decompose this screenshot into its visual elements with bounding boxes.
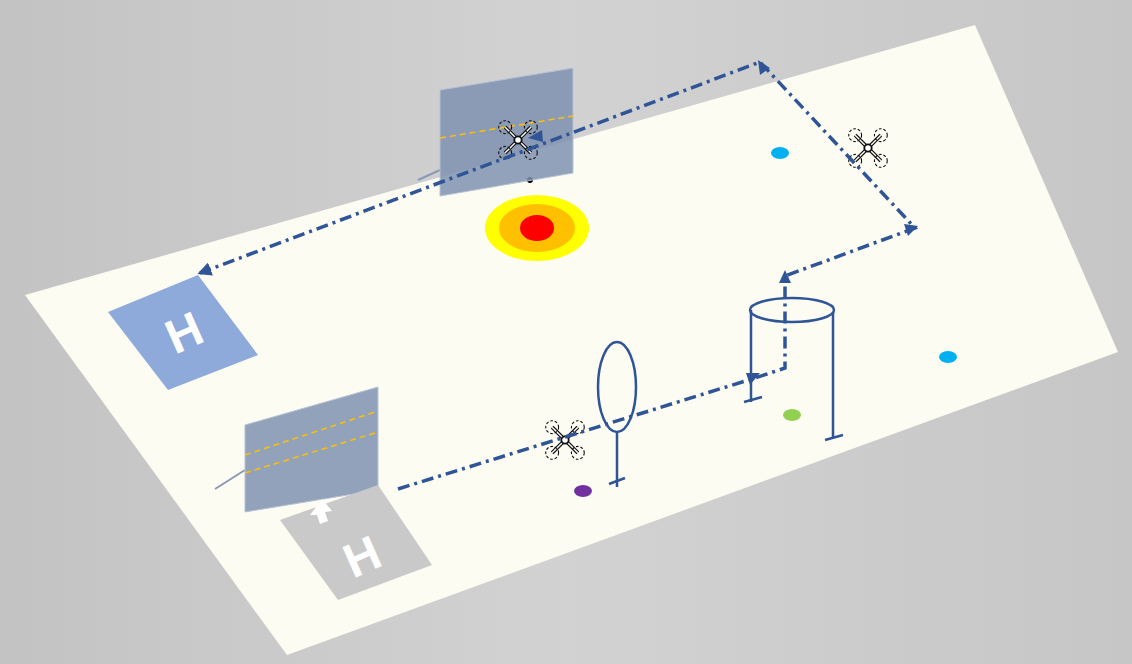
route-arrowheads	[528, 60, 918, 385]
green-marker	[783, 409, 801, 421]
drone-icon	[499, 121, 538, 160]
cyan-marker	[771, 147, 789, 159]
gate-front	[215, 387, 378, 512]
landing-pad: H	[108, 275, 260, 392]
takeoff-pad: H	[280, 485, 434, 602]
field-ground	[25, 25, 1118, 655]
purple-marker	[574, 485, 592, 497]
flight-route	[200, 62, 915, 489]
heat-zone	[485, 195, 589, 261]
gate-back	[418, 68, 573, 196]
hoop-obstacle	[744, 298, 843, 440]
ring-obstacle	[598, 342, 636, 487]
cyan-marker	[939, 351, 957, 363]
